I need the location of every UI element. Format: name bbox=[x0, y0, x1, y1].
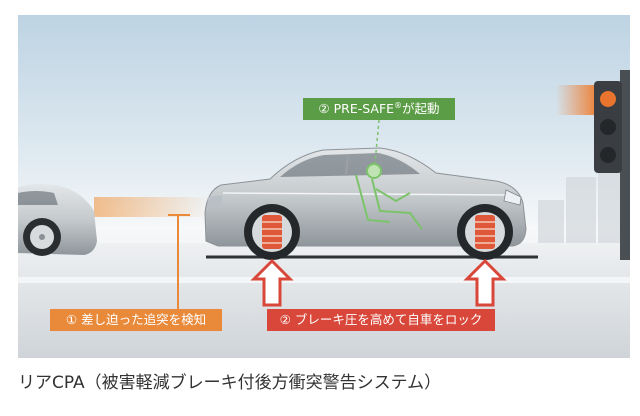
occupant-seat bbox=[355, 174, 391, 223]
main-car-headlight bbox=[503, 189, 522, 206]
pre-safe-label-prefix: ② PRE-SAFE bbox=[318, 101, 395, 116]
traffic-light-pole bbox=[620, 70, 630, 260]
traffic-light bbox=[556, 70, 630, 260]
main-car-windows bbox=[280, 153, 420, 177]
traffic-light-glow bbox=[556, 85, 596, 115]
occupant-head bbox=[366, 163, 382, 179]
occupant-figure bbox=[355, 163, 423, 230]
following-car bbox=[18, 184, 97, 256]
main-car-taillight bbox=[207, 195, 222, 207]
traffic-light-lamp-top bbox=[600, 91, 616, 107]
pre-safe-label: ② PRE-SAFE®が起動 bbox=[303, 98, 455, 120]
occupant-body bbox=[371, 178, 423, 230]
pre-safe-connector-line bbox=[374, 119, 380, 164]
brake-arrow-icon-rear bbox=[250, 258, 294, 307]
rear-wheel bbox=[244, 204, 300, 260]
detect-label: ① 差し迫った追突を検知 bbox=[50, 309, 222, 331]
registered-mark: ® bbox=[394, 101, 403, 110]
rear-brake-caliper bbox=[262, 215, 282, 249]
warning-beam bbox=[94, 197, 212, 217]
front-wheel bbox=[457, 204, 513, 260]
occupant-arm bbox=[375, 188, 411, 203]
scene-drawing bbox=[18, 15, 630, 358]
traffic-light-lamp-bottom bbox=[600, 147, 616, 163]
figure-caption: リアCPA（被害軽減ブレーキ付後方衝突警告システム） bbox=[18, 373, 442, 393]
illustration-scene bbox=[18, 15, 630, 358]
detect-connector-line bbox=[168, 214, 190, 309]
pre-safe-label-suffix: が起動 bbox=[402, 101, 440, 116]
road-lane-stripe bbox=[18, 277, 630, 283]
road bbox=[18, 243, 630, 358]
brake-arrow-icon-front bbox=[463, 258, 507, 307]
front-brake-caliper bbox=[475, 215, 495, 249]
main-car-beltline bbox=[222, 192, 509, 196]
brake-label: ② ブレーキ圧を高めて自車をロック bbox=[267, 309, 495, 331]
traffic-light-lamp-middle bbox=[600, 119, 616, 135]
